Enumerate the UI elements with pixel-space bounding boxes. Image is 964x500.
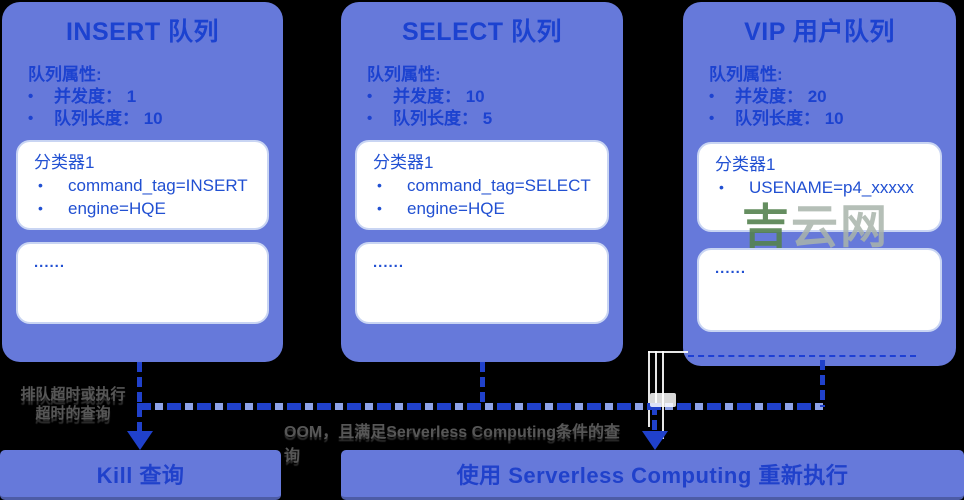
action-kill-label: Kill 查询 [96, 462, 185, 488]
classifier-title: 分类器1 [373, 153, 434, 172]
connector-horizontal-bus [137, 403, 825, 410]
classifier-box: 分类器1 • command_tag=INSERT • engine=HQE [16, 140, 269, 230]
bullet-icon: • [38, 177, 43, 193]
classifier-rule: • command_tag=SELECT [373, 174, 591, 197]
attr-text: 队列长度： 10 [54, 109, 163, 128]
bullet-icon: • [719, 179, 724, 195]
classifier-box: 分类器1 • command_tag=SELECT • engine=HQE [355, 140, 609, 230]
action-serverless-label: 使用 Serverless Computing 重新执行 [456, 462, 849, 488]
bullet-icon: • [367, 110, 373, 127]
bullet-icon: • [28, 88, 34, 105]
attr-item: • 队列长度： 5 [367, 108, 623, 130]
white-connector-horizontal [648, 351, 688, 353]
connector-serverless-down [652, 405, 657, 433]
bullet-icon: • [709, 110, 715, 127]
more-classifiers-box: ...... [355, 242, 609, 324]
rule-text: engine=HQE [407, 199, 505, 218]
queue-attrs: 队列属性: • 并发度： 10 • 队列长度： 5 [367, 64, 623, 130]
queue-panel-insert: INSERT 队列 队列属性: • 并发度： 1 • 队列长度： 10 分类器1… [2, 2, 283, 362]
kill-condition-line2: 超时的查询 [35, 405, 111, 422]
action-bar-serverless: 使用 Serverless Computing 重新执行 [341, 450, 964, 500]
classifier-title: 分类器1 [715, 155, 776, 174]
serverless-condition-label: OOM，且满足Serverless Computing条件的查询 [284, 424, 621, 465]
connector-insert-down [137, 362, 142, 432]
attr-text: 并发度： 10 [393, 87, 485, 106]
attr-item: • 队列长度： 10 [709, 108, 956, 130]
watermark-text: 云网 [791, 200, 889, 253]
queue-attrs: 队列属性: • 并发度： 1 • 队列长度： 10 [28, 64, 283, 130]
attr-item: • 并发度： 10 [367, 86, 623, 108]
attr-text: 队列长度： 5 [393, 109, 493, 128]
ellipsis-text: ...... [373, 254, 405, 271]
white-connector-joint [650, 393, 676, 407]
attr-text: 并发度： 1 [54, 87, 137, 106]
classifier-rule: • engine=HQE [34, 197, 251, 220]
classifier-rule: • engine=HQE [373, 197, 591, 220]
bullet-icon: • [709, 88, 715, 105]
queue-title: SELECT 队列 [401, 18, 563, 46]
kill-condition-line1: 排队超时或执行 [20, 386, 126, 403]
watermark: 吉云网 [742, 188, 889, 257]
classifier-box: 分类器1 • USENAME=p4_xxxxx [697, 142, 942, 232]
attr-item: • 并发度： 1 [28, 86, 283, 108]
classifier-rule: • USENAME=p4_xxxxx [715, 176, 924, 199]
rule-text: USENAME=p4_xxxxx [749, 178, 914, 197]
queue-panel-vip: VIP 用户队列 队列属性: • 并发度： 20 • 队列长度： 10 分类器1… [683, 2, 956, 366]
action-bar-kill: Kill 查询 [0, 450, 281, 500]
white-connector-vertical [655, 351, 657, 413]
rule-text: command_tag=INSERT [68, 176, 248, 195]
arrow-down-to-serverless-icon [642, 431, 668, 450]
queue-title: INSERT 队列 [65, 18, 220, 46]
white-connector-vertical [648, 351, 650, 427]
bullet-icon: • [377, 200, 382, 216]
rule-text: command_tag=SELECT [407, 176, 591, 195]
attr-text: 队列长度： 10 [735, 109, 844, 128]
queue-attrs-label: 队列属性: [709, 65, 783, 84]
more-classifiers-box: ...... [697, 248, 942, 332]
ellipsis-text: ...... [34, 254, 66, 271]
bullet-icon: • [367, 88, 373, 105]
rule-text: engine=HQE [68, 199, 166, 218]
watermark-text: 吉 [742, 200, 791, 253]
queue-title: VIP 用户队列 [744, 18, 895, 46]
arrow-down-to-kill-icon [127, 431, 153, 450]
attr-item: • 并发度： 20 [709, 86, 956, 108]
connector-vip-down [820, 360, 825, 407]
vip-bottom-dashed-line [688, 355, 916, 357]
queue-attrs-label: 队列属性: [367, 65, 441, 84]
connector-select-down [480, 362, 485, 405]
attr-text: 并发度： 20 [735, 87, 827, 106]
queue-attrs-label: 队列属性: [28, 65, 102, 84]
classifier-rule: • command_tag=INSERT [34, 174, 251, 197]
bullet-icon: • [377, 177, 382, 193]
ellipsis-text: ...... [715, 260, 747, 277]
classifier-title: 分类器1 [34, 153, 95, 172]
kill-condition-label: 排队超时或执行 超时的查询 [14, 385, 132, 423]
queue-attrs: 队列属性: • 并发度： 20 • 队列长度： 10 [709, 64, 956, 130]
bullet-icon: • [38, 200, 43, 216]
queue-panel-select: SELECT 队列 队列属性: • 并发度： 10 • 队列长度： 5 分类器1… [341, 2, 623, 362]
more-classifiers-box: ...... [16, 242, 269, 324]
bullet-icon: • [28, 110, 34, 127]
attr-item: • 队列长度： 10 [28, 108, 283, 130]
